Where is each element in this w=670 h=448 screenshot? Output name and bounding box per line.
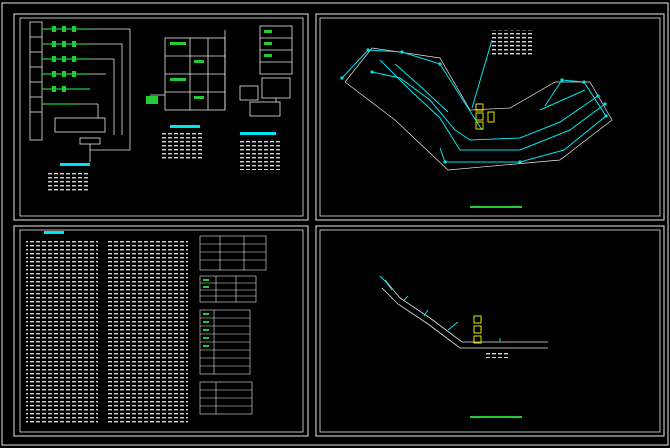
notes-column-1 [26, 240, 98, 424]
riser-collector-lines [54, 28, 131, 162]
pipe-nodes [340, 48, 608, 164]
table-legend-symbols [203, 279, 209, 347]
equipment-table-3 [199, 309, 251, 375]
riser-column [29, 21, 43, 141]
building-outline [344, 47, 613, 171]
panel-bottom-right[interactable] [315, 225, 665, 437]
equipment-notes-text [238, 140, 280, 170]
equipment-caption-bar [240, 132, 276, 135]
equipment-diagram [239, 25, 293, 117]
plan-callout-text [490, 30, 532, 56]
control-schematic [150, 30, 226, 111]
riser-valve-marks [52, 26, 76, 92]
control-schematic-green [146, 42, 204, 104]
riser-caption-bar [60, 163, 90, 166]
equipment-table-2 [199, 275, 257, 303]
partial-plan-label [484, 352, 510, 358]
riser-notes-text [46, 172, 90, 192]
plan-scale-bar [470, 206, 522, 208]
panel-top-left[interactable] [13, 13, 309, 221]
pipe-network [341, 39, 607, 163]
schematic-caption-bar [170, 125, 200, 128]
riser-branches [42, 28, 90, 105]
notes-title-bar [44, 231, 64, 234]
partial-valve-symbols [473, 315, 482, 344]
notes-column-2 [108, 240, 188, 424]
equipment-diagram-green [264, 30, 272, 57]
partial-pipe-branches [379, 275, 501, 342]
panel-top-right[interactable] [315, 13, 665, 221]
panel-bottom-left[interactable] [13, 225, 309, 437]
equipment-table-4 [199, 381, 253, 415]
partial-pipe-line [381, 279, 548, 349]
schematic-notes-text [160, 133, 202, 159]
partial-plan-scale-bar [470, 416, 522, 418]
valve-symbols [475, 103, 495, 130]
equipment-table-1 [199, 235, 267, 271]
